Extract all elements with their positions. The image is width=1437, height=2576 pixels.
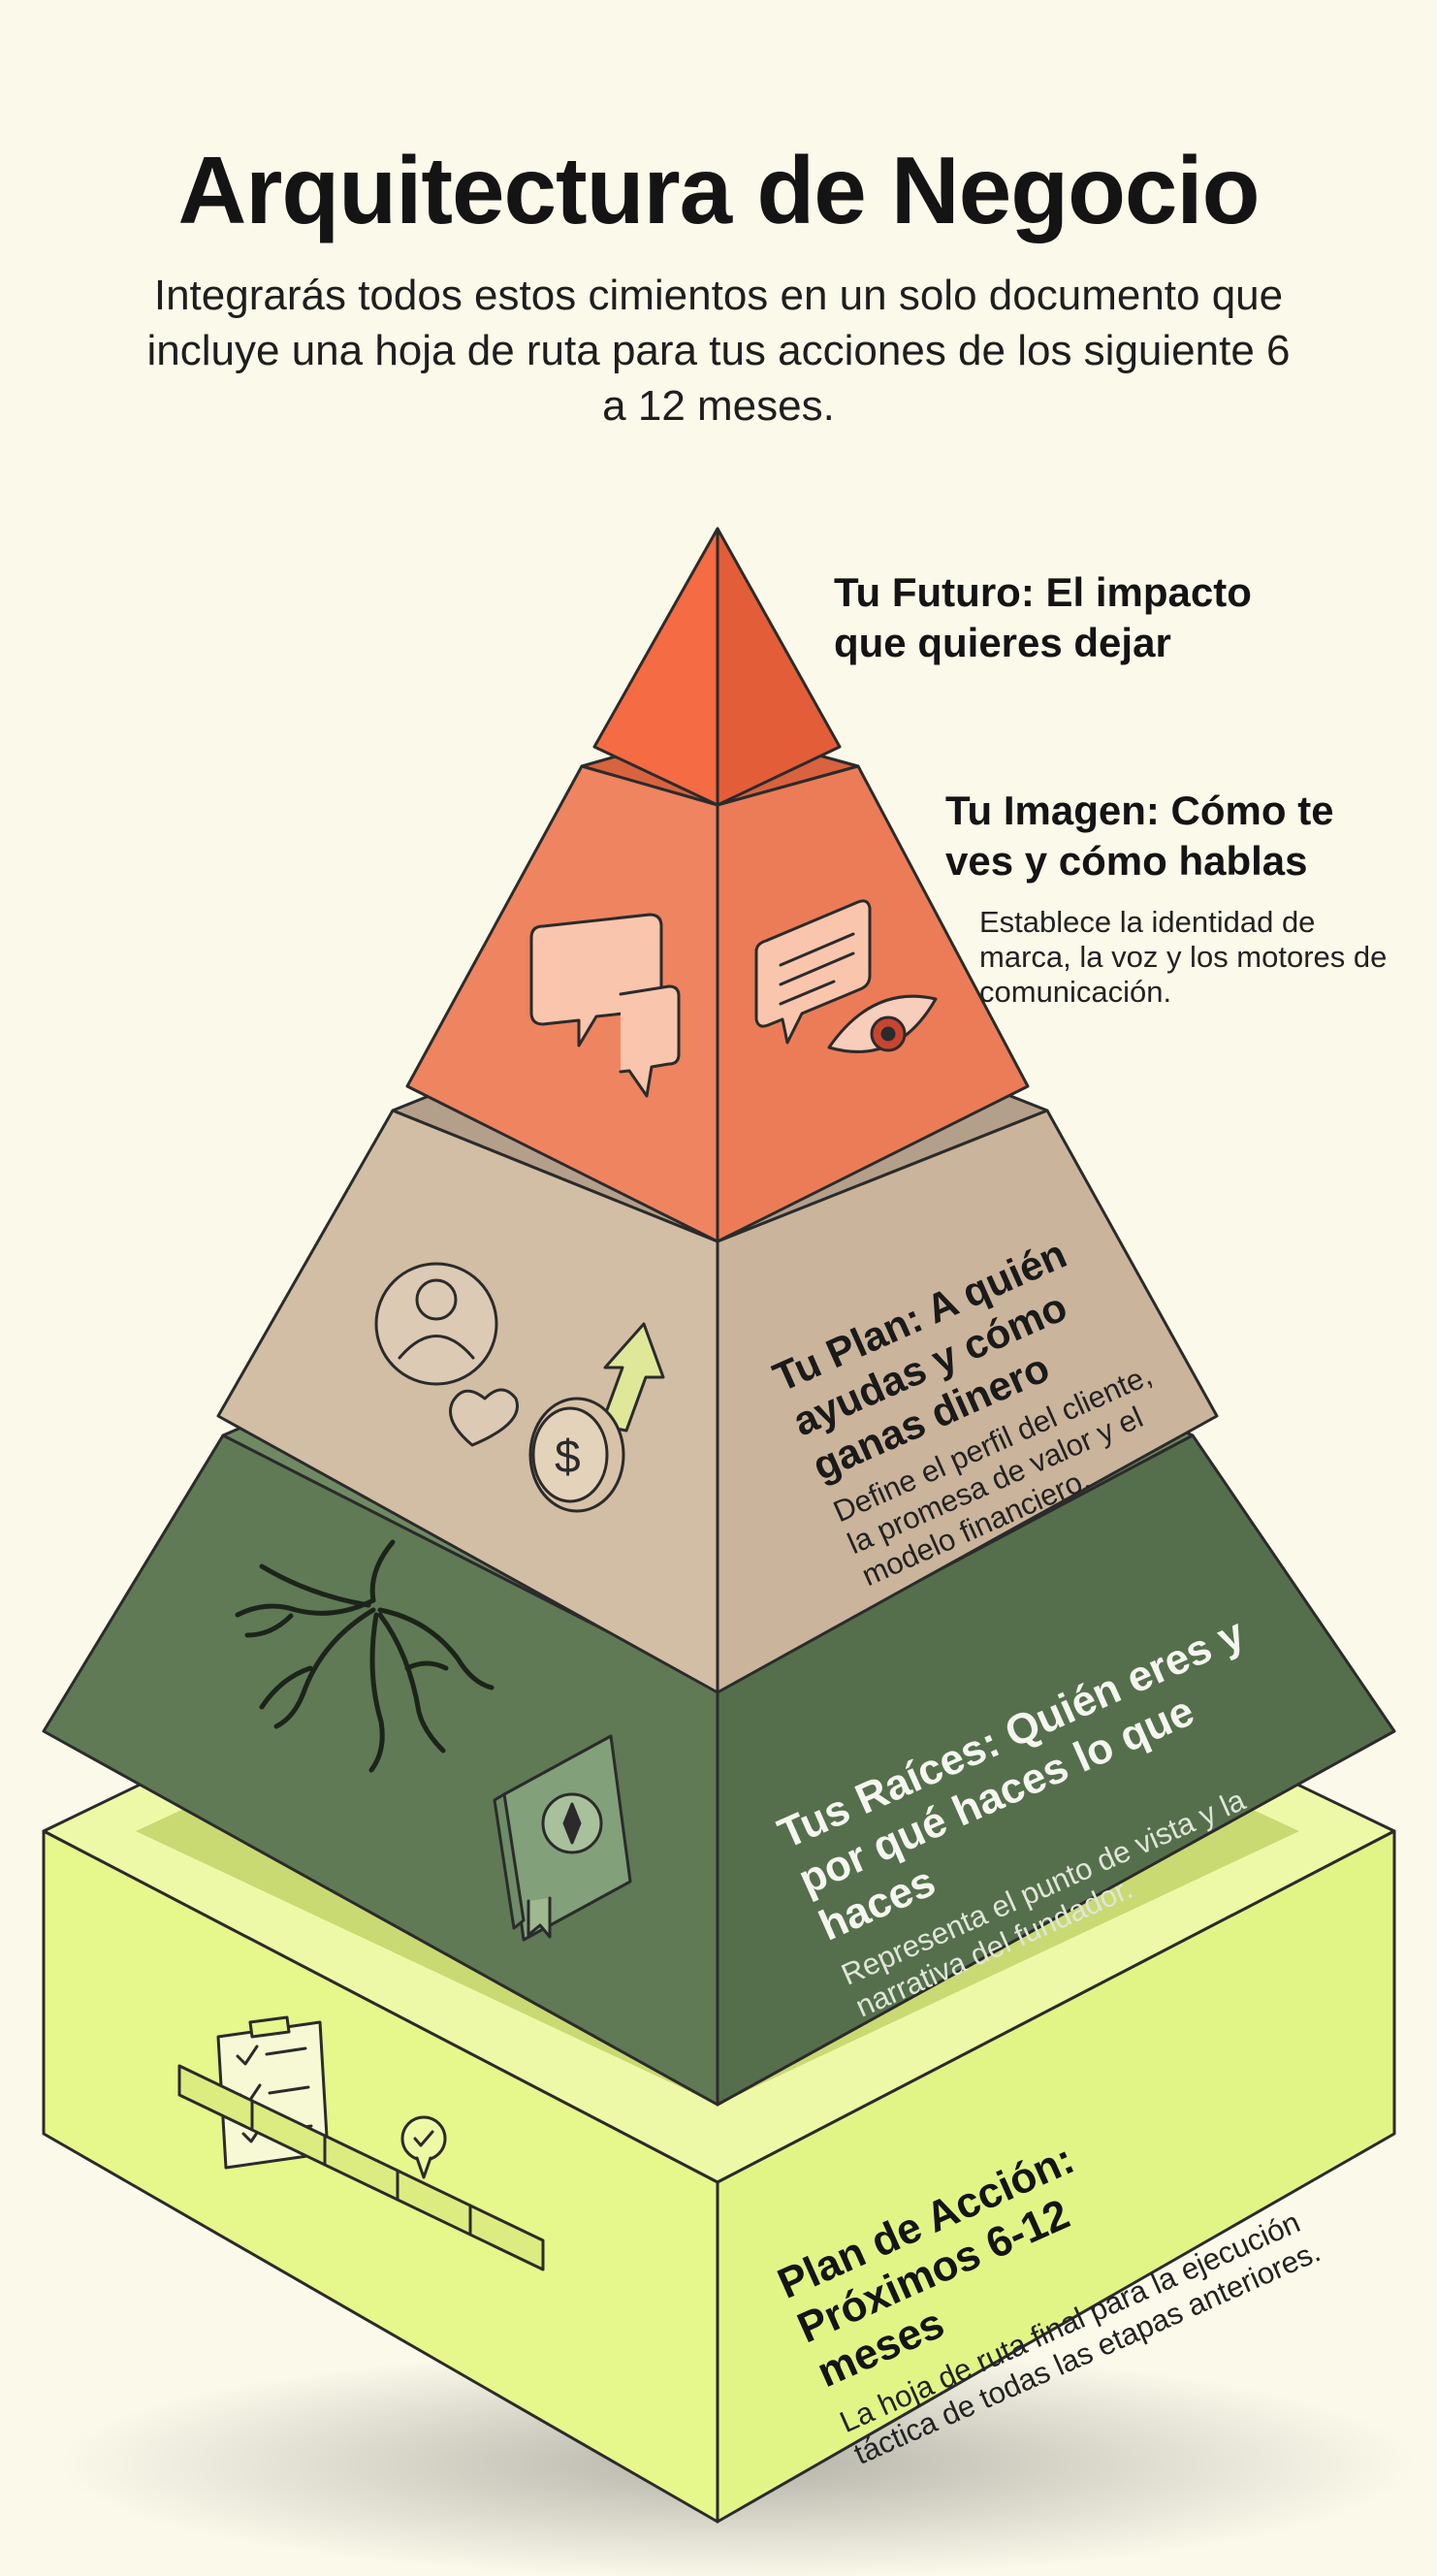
message-eye-icon: [754, 899, 938, 1053]
page-subtitle: Integrarás todos estos cimientos en un s…: [146, 272, 1291, 430]
imagen-description: Establece la identidad de marca, la voz …: [979, 905, 1388, 1009]
person-heart-icon: [374, 1262, 519, 1447]
book-compass-icon: [493, 1734, 632, 1942]
speech-bubbles-icon: [529, 913, 681, 1098]
roots-icon: [235, 1539, 495, 1773]
timeline-icon: [177, 2064, 545, 2271]
coin-arrow-icon: $: [528, 1322, 665, 1513]
svg-text:$: $: [555, 1432, 581, 1483]
imagen-title: Tu Imagen: Cómo te ves y cómo hablas: [945, 788, 1334, 884]
page-title: Arquitectura de Negocio: [177, 137, 1260, 243]
futuro-title: Tu Futuro: El impacto que quieres dejar: [834, 569, 1252, 665]
level-futuro: [592, 527, 842, 807]
